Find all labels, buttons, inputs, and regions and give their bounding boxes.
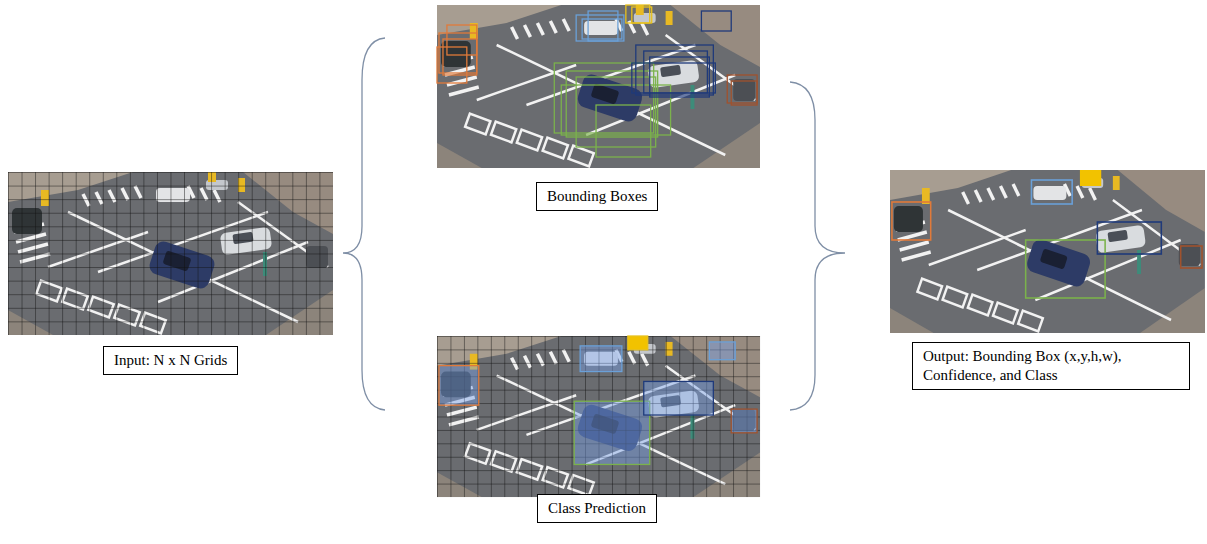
caption-text: Input: N x N Grids (114, 351, 227, 370)
caption-box: Output: Bounding Box (x,y,h,w), Confiden… (912, 342, 1190, 390)
bracket (343, 38, 385, 410)
caption-box: Class Prediction (537, 494, 657, 523)
caption-text: Class Prediction (548, 499, 646, 518)
caption-text: Output: Bounding Box (x,y,h,w), Confiden… (923, 347, 1179, 385)
bracket (790, 82, 845, 410)
caption-text: Bounding Boxes (547, 187, 647, 206)
caption-box: Input: N x N Grids (103, 346, 238, 375)
caption-box: Bounding Boxes (536, 182, 658, 211)
